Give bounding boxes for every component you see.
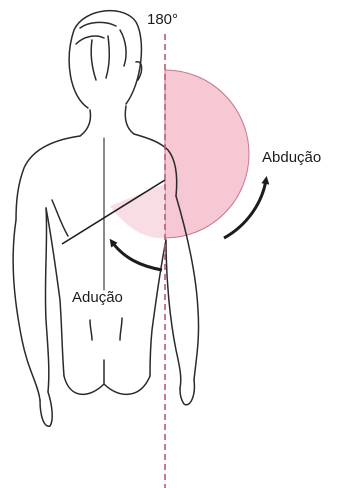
left-scapula (52, 200, 68, 236)
buttocks (64, 376, 150, 394)
left-shoulder (16, 136, 80, 220)
angle-label-180: 180° (147, 11, 178, 28)
right-arm-inner (166, 240, 181, 388)
neck (80, 106, 134, 136)
left-hand (40, 392, 52, 426)
right-flank (150, 240, 166, 376)
abduction-label: Abdução (262, 149, 321, 166)
adduction-range-sector (110, 184, 165, 238)
curved-arrow-left-icon (112, 242, 162, 270)
adduction-label: Adução (72, 289, 123, 306)
head (69, 11, 141, 108)
right-hand (180, 380, 194, 405)
lower-back-marks (90, 318, 122, 340)
abduction-range-sector (165, 70, 249, 238)
hair-strands (76, 22, 126, 80)
left-arm-inner (45, 208, 48, 392)
left-arm (13, 220, 40, 400)
